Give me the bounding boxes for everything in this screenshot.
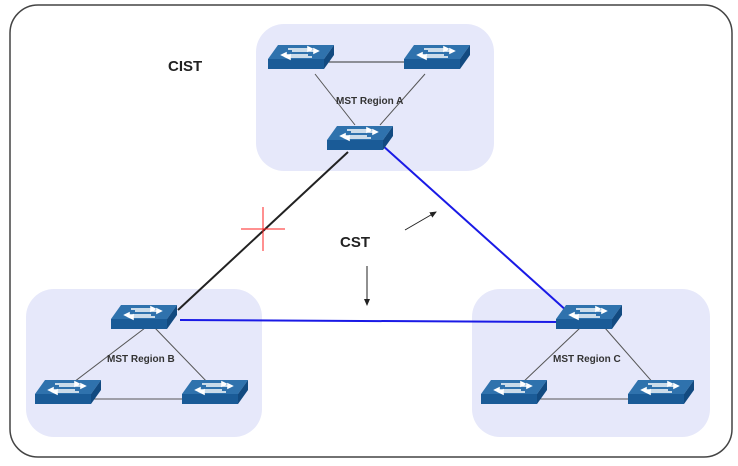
- cst-label: CST: [340, 234, 370, 251]
- switch-icon-c-right[interactable]: [627, 379, 695, 405]
- region-b-label: MST Region B: [107, 354, 175, 365]
- link-c-root-right: [604, 327, 656, 386]
- switch-icon-b-left[interactable]: [34, 379, 102, 405]
- link-b-root-right: [154, 327, 211, 386]
- switch-icon-c-left[interactable]: [480, 379, 548, 405]
- region-a-label: MST Region A: [336, 96, 403, 107]
- arrow-towards-region-c: [404, 211, 437, 231]
- blocked-port-marker: [241, 207, 285, 251]
- link-b-c-forwarding: [179, 319, 561, 323]
- link-a-c-forwarding: [381, 144, 569, 313]
- link-c-root-left: [519, 327, 581, 386]
- cist-label: CIST: [168, 58, 202, 75]
- switch-icon-b-root[interactable]: [110, 304, 178, 330]
- switch-icon-a-root[interactable]: [326, 125, 394, 151]
- switch-icon-a-right[interactable]: [403, 44, 471, 70]
- switch-icon-a-left[interactable]: [267, 44, 335, 70]
- region-c-label: MST Region C: [553, 354, 621, 365]
- switch-icon-b-right[interactable]: [181, 379, 249, 405]
- link-b-root-left: [69, 327, 146, 386]
- link-a-left-root: [314, 73, 356, 126]
- switch-icon-c-root[interactable]: [555, 304, 623, 330]
- link-a-right-root: [379, 73, 426, 126]
